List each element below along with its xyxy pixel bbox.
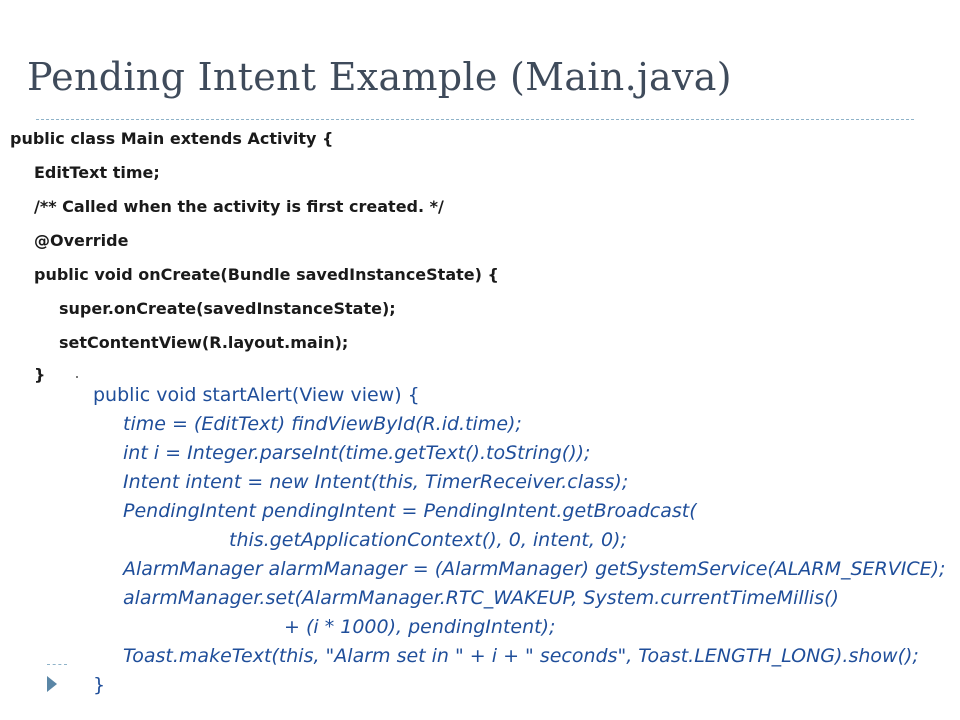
code-line: Intent intent = new Intent(this, TimerRe… bbox=[123, 471, 629, 493]
code-line: Toast.makeText(this, "Alarm set in " + i… bbox=[123, 645, 919, 667]
code-line: int i = Integer.parseInt(time.getText().… bbox=[123, 442, 591, 464]
code-line: /** Called when the activity is first cr… bbox=[34, 197, 444, 216]
code-line: time = (EditText) findViewById(R.id.time… bbox=[123, 413, 522, 435]
code-line: this.getApplicationContext(), 0, intent,… bbox=[229, 529, 627, 551]
code-line: PendingIntent pendingIntent = PendingInt… bbox=[123, 500, 697, 522]
code-line: } bbox=[93, 674, 106, 696]
slide-title: Pending Intent Example (Main.java) bbox=[27, 55, 732, 99]
code-line: public void onCreate(Bundle savedInstanc… bbox=[34, 265, 499, 284]
dot-mark bbox=[76, 376, 78, 378]
code-line: } bbox=[34, 365, 46, 384]
code-line: + (i * 1000), pendingIntent); bbox=[284, 616, 556, 638]
code-line: public void startAlert(View view) { bbox=[93, 384, 420, 406]
code-line: setContentView(R.layout.main); bbox=[59, 333, 349, 352]
code-line: @Override bbox=[34, 231, 129, 250]
code-line: EditText time; bbox=[34, 163, 160, 182]
code-line: alarmManager.set(AlarmManager.RTC_WAKEUP… bbox=[123, 587, 839, 609]
title-divider bbox=[36, 119, 914, 120]
code-line: super.onCreate(savedInstanceState); bbox=[59, 299, 396, 318]
code-line: public class Main extends Activity { bbox=[10, 129, 334, 148]
code-line: AlarmManager alarmManager = (AlarmManage… bbox=[123, 558, 946, 580]
triangle-bullet-icon bbox=[47, 676, 57, 692]
side-divider bbox=[47, 664, 67, 665]
